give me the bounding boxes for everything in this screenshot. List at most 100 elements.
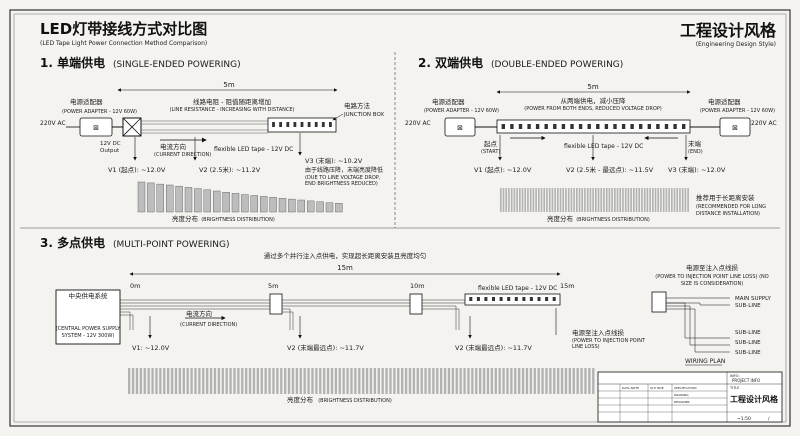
double-v1-label: V1 (起点): ~12.0V [474,166,532,174]
multi-brightness-bars [128,368,595,394]
led-chip [484,297,488,301]
led-chip [537,297,541,301]
multi-length-label: 15m [337,264,353,272]
led-chip [501,124,505,129]
multi-tape-label: flexible LED tape - 12V DC [478,285,557,292]
single-junction-label: 电路方法 [344,101,371,110]
single-resistance-label: 线路电阻 - 阻值随距离增加 [193,97,271,106]
injection-label-en1: (POWER TO INJECTION POINT [572,338,646,344]
brightness-bar [307,368,310,394]
brightness-bar [175,185,183,213]
led-chip [499,297,503,301]
brightness-bar [532,188,535,212]
led-chip [286,122,290,127]
main-title: LED灯带接线方式对比图 [40,20,207,38]
brightness-bar [428,368,431,394]
brightness-bar [365,368,369,394]
brightness-bar [614,188,616,212]
brightness-bar [231,193,240,213]
single-resistance-label-en: (LINE RESISTANCE - INCREASING WITH DISTA… [170,107,295,113]
brightness-bar [564,368,568,394]
multi-v2b-label: V2 (末端最远点): ~11.7V [455,343,532,352]
brightness-bar [600,188,603,212]
brightness-bar [486,368,490,394]
brightness-bar [389,368,392,394]
brightness-bar [323,368,326,394]
brightness-bar [147,182,155,213]
brightness-bar [278,197,287,213]
brightness-bar [570,188,573,212]
led-chip [587,124,591,129]
led-chip [561,124,566,129]
led-chip [293,122,297,127]
led-chip [300,122,304,127]
brightness-bar [155,368,158,394]
brightness-bar [256,368,260,394]
double-ac-right: 220V AC [751,120,777,127]
central-label-en2: SYSTEM - 12V 300W) [62,333,115,339]
central-label-en1: (CENTRAL POWER SUPPLY [56,326,122,332]
brightness-bar [346,368,349,394]
double-v2-label: V2 (2.5米 - 最远点): ~11.5V [566,165,654,174]
led-chip [522,297,526,301]
brightness-bar [567,188,570,212]
brightness-bar [467,368,470,394]
brightness-bar [545,368,548,394]
brightness-bar [287,368,291,394]
brightness-bar [482,368,486,394]
double-brightness-bars [500,188,689,212]
brightness-bar [151,368,154,394]
brightness-bar [393,368,396,394]
led-chip [535,124,540,129]
double-end-label-en: (END) [688,149,703,155]
brightness-bar [198,368,201,394]
single-output-label: Output [100,148,120,154]
brightness-bar [303,368,306,394]
brightness-bar [260,196,268,213]
brightness-bar [540,188,543,212]
connector-cross-b [122,117,142,137]
brightness-bar [586,188,589,212]
brightness-bar [190,368,193,394]
brightness-bar [222,191,230,213]
brightness-bar [194,368,197,394]
brightness-bar [646,188,649,212]
brightness-bar [581,188,584,212]
brightness-bar [335,203,343,213]
single-current-label-en: (CURRENT DIRECTION) [154,152,211,158]
led-chip [329,122,332,127]
brightness-bar [288,198,296,213]
multi-v1-label: V1: ~12.0V [132,344,170,352]
multi-m5: 5m [268,282,278,290]
brightness-bar [350,368,353,394]
brightness-bar [537,368,540,394]
injection-box-5m [269,293,283,315]
brightness-bar [592,368,595,394]
brightness-bar [533,368,536,394]
brightness-bar [269,197,277,213]
brightness-bar [622,188,624,212]
led-chip [321,122,325,127]
brightness-bar [268,368,271,394]
brightness-bar [404,368,408,394]
led-chip [507,297,511,301]
multi-brightness-label: 亮度分布 [287,395,314,404]
brightness-bar [451,368,455,394]
brightness-bar [260,368,263,394]
brightness-bar [334,368,338,394]
led-chip [621,124,626,129]
brightness-bar [494,368,497,394]
brightness-bar [502,368,505,394]
brightness-bar [589,188,592,212]
brightness-bar [681,188,684,212]
led-chip [613,124,617,129]
led-chip [307,122,311,127]
multi-note: 通过多个并行注入点供电，实现超长距离安装且亮度均匀 [264,251,427,260]
brightness-bar [684,188,687,212]
brightness-bar [143,368,146,394]
wiring-plan: 电源至注入点线损 (POWER TO INJECTION POINT LINE … [651,263,771,366]
tb-scale: ~1:50 [737,416,751,422]
brightness-bar [559,188,562,212]
brightness-bar [245,368,248,394]
brightness-bar [381,368,384,394]
